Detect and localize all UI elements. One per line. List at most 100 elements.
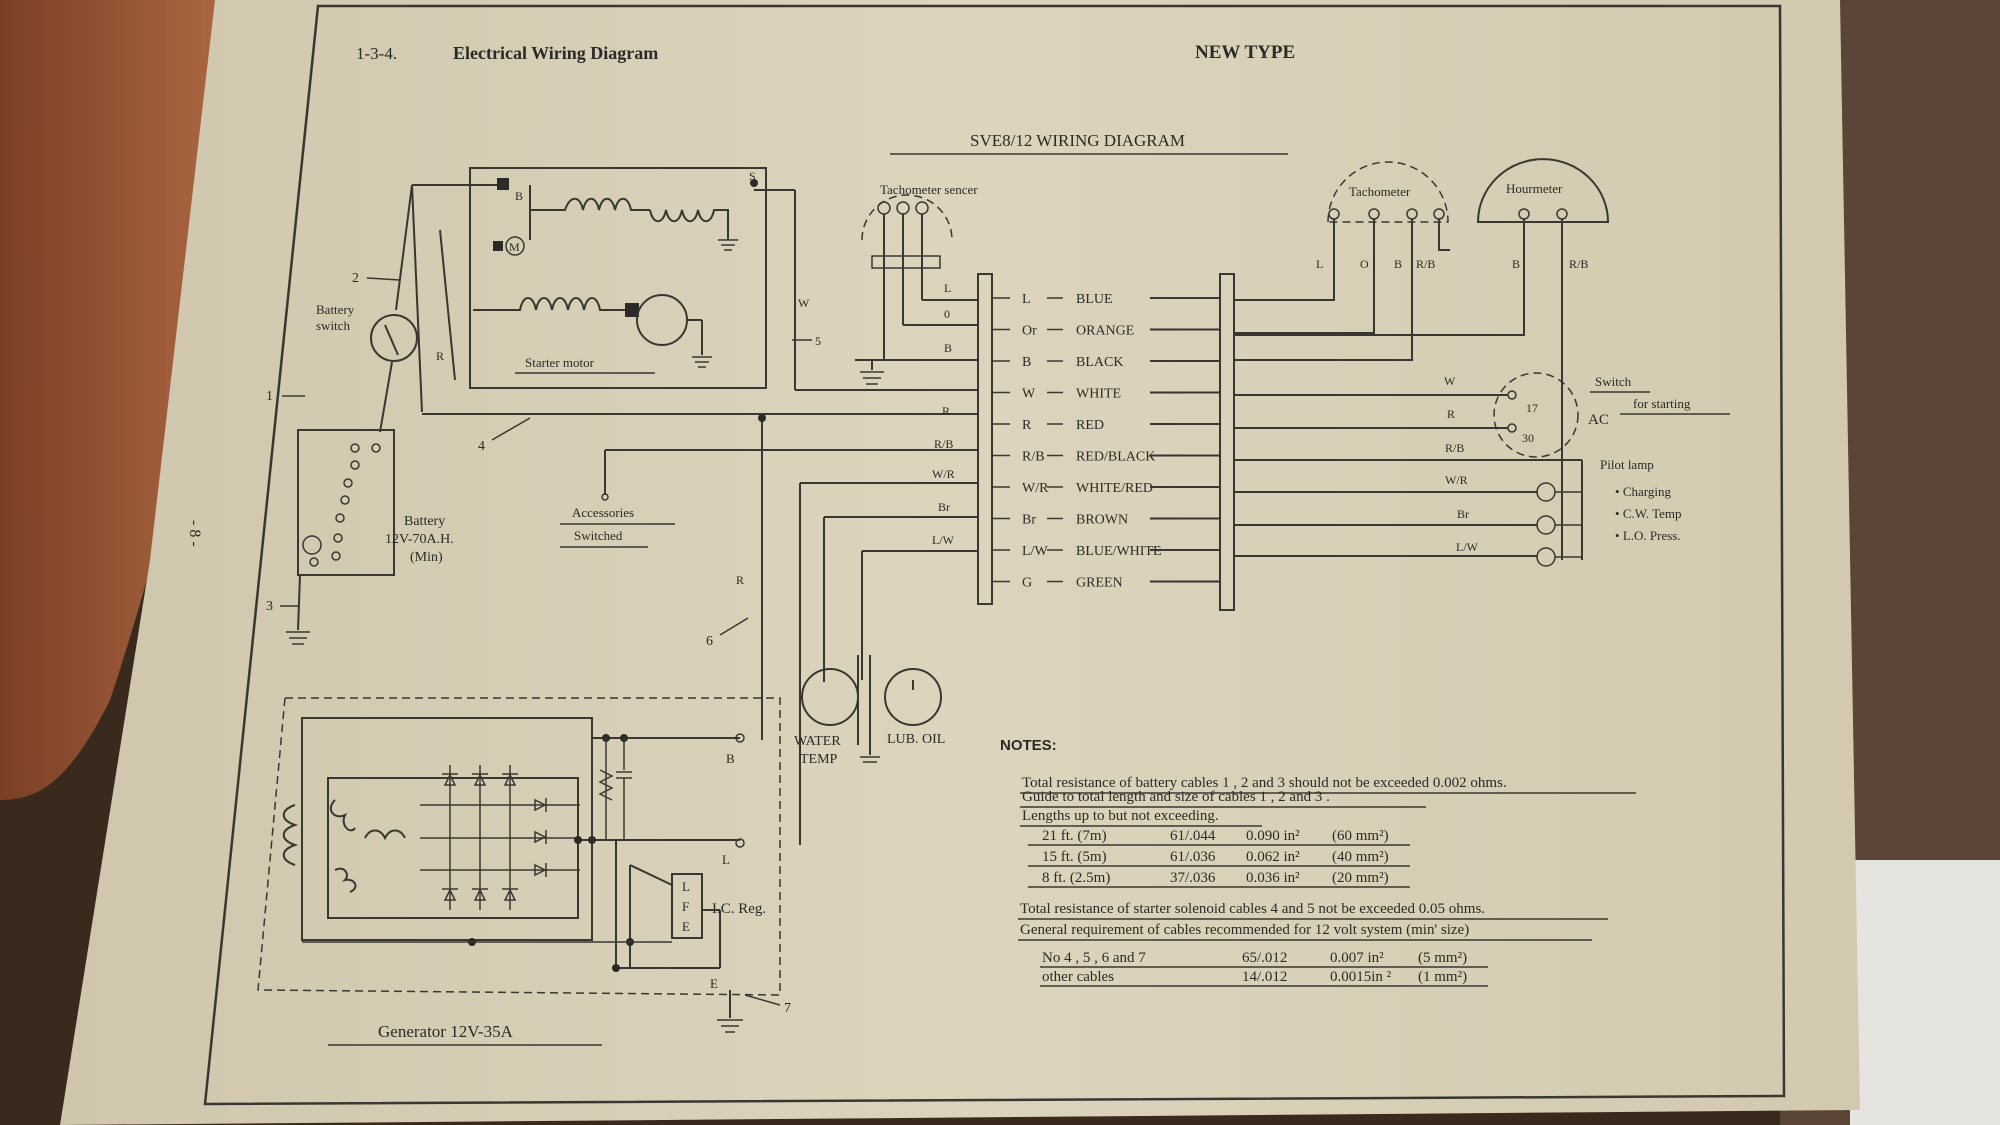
legend-code: B <box>1022 355 1031 370</box>
cable-3 <box>297 574 301 631</box>
starter-motor-label: Starter motor <box>525 355 595 370</box>
legend-code: G <box>1022 576 1032 591</box>
sensor-outline <box>861 194 953 241</box>
strand-cell: 61/.044 <box>1170 828 1216 844</box>
wire-w-label: W <box>798 296 810 310</box>
notes-line-2: Guide to total length and size of cables… <box>1022 789 1330 805</box>
start-switch: 17 30 AC Switch for starting <box>1234 372 1730 458</box>
resistor <box>598 769 614 801</box>
wire-r-left: R <box>436 349 444 363</box>
notes-heading: NOTES: <box>1000 737 1057 754</box>
switch-label-1: Switch <box>1595 374 1632 389</box>
switch-label-2: for starting <box>1633 396 1691 411</box>
metric-cell: (20 mm²) <box>1332 870 1389 886</box>
terminal-b-label: B <box>515 189 523 203</box>
sensors: WATER TEMP LUB. OIL <box>794 655 945 767</box>
cable-1 <box>379 361 393 433</box>
cables-cell: No 4 , 5 , 6 and 7 <box>1042 950 1146 966</box>
terminal-b <box>497 178 509 190</box>
cable-2 <box>395 184 413 311</box>
battery-label-3: (Min) <box>410 550 443 565</box>
cable-number-7: 7 <box>784 1001 791 1016</box>
terminal-s <box>750 179 758 187</box>
lub-oil-label: LUB. OIL <box>887 732 945 747</box>
manual-page <box>60 0 1860 1125</box>
notes-section: NOTES: Total resistance of battery cable… <box>1000 737 1636 987</box>
legend-color: WHITE <box>1076 387 1121 402</box>
cable-number-1: 1 <box>266 389 273 404</box>
motor-symbol <box>505 236 525 256</box>
legend-color: BROWN <box>1076 513 1128 528</box>
tach-pin-b: B <box>1394 257 1402 271</box>
battery-switch-blade <box>384 324 399 356</box>
legend-code: Br <box>1022 513 1036 528</box>
tach-o-wire <box>1234 219 1375 334</box>
sensor-ground-bottom <box>860 756 880 763</box>
battery-label-2: 12V-70A.H. <box>385 532 454 547</box>
pilot-item-lo-press: • L.O. Press. <box>1615 528 1681 543</box>
length-cell: 21 ft. (7m) <box>1042 828 1107 844</box>
metric-cell: (1 mm²) <box>1418 969 1467 985</box>
tachometer-label: Tachometer <box>1349 184 1411 199</box>
notes-line-3: Lengths up to but not exceeding. <box>1022 808 1219 824</box>
wire-br-main: Br <box>938 500 950 514</box>
diode-bridge <box>420 765 580 910</box>
tach-l-wire <box>1234 219 1335 301</box>
switch-ac: AC <box>1588 412 1609 428</box>
pilot-lamps: Pilot lamp • Charging • C.W. Temp • L.O.… <box>1234 457 1682 567</box>
starter-lead <box>439 229 456 381</box>
legend-color: RED <box>1076 418 1104 433</box>
wire-lw-main: L/W <box>932 533 955 547</box>
section-number: 1-3-4. <box>356 44 397 63</box>
tachometer-sensor: Tachometer sencer L 0 B <box>855 182 978 385</box>
accessories-label-1: Accessories <box>572 505 634 520</box>
page-header: 1-3-4. Electrical Wiring Diagram NEW TYP… <box>186 42 1295 547</box>
area-cell: 0.0015in ² <box>1330 969 1392 985</box>
legend-entry: G GREEN <box>992 576 1220 591</box>
generator-block: L F E I.C. Reg. E B L Generator 12V-35A <box>257 697 781 1046</box>
wire-wr-main: W/R <box>932 467 955 481</box>
battery-label-1: Battery <box>404 514 445 529</box>
sensor-ground <box>860 371 884 385</box>
right-wire-lw: L/W <box>1456 540 1479 554</box>
page-number: - 8 - <box>186 520 203 547</box>
generator-outline <box>257 697 781 996</box>
starter-motor-block: B S M Starter motor <box>469 167 767 389</box>
rectifier-frame <box>327 777 579 919</box>
tach-pin-o: O <box>1360 257 1369 271</box>
cable-number-6: 6 <box>706 634 713 649</box>
tach-rb-wire <box>1438 219 1450 251</box>
battery-switch <box>370 314 418 362</box>
hourmeter-label: Hourmeter <box>1506 181 1563 196</box>
type-label: NEW TYPE <box>1195 42 1295 63</box>
tachometer-sensor-label: Tachometer sencer <box>880 182 978 197</box>
battery-group: Battery switch Battery 12V-70A.H. (Min) <box>286 184 497 645</box>
legend-color: RED/BLACK <box>1076 450 1155 465</box>
red-wire-vertical <box>411 184 423 413</box>
page-title: Electrical Wiring Diagram <box>453 43 658 63</box>
generator-label: Generator 12V-35A <box>378 1022 514 1041</box>
water-temp-label-2: TEMP <box>800 752 838 767</box>
legend-code: L/W <box>1022 544 1048 559</box>
strand-cell: 61/.036 <box>1170 849 1216 865</box>
lub-oil-sensor <box>884 668 942 726</box>
hour-b-wire <box>1234 219 1525 336</box>
ic-reg-label: I.C. Reg. <box>712 901 766 917</box>
page-border <box>203 4 1786 1106</box>
legend-color: GREEN <box>1076 576 1123 591</box>
length-cell: 8 ft. (2.5m) <box>1042 870 1110 886</box>
tachometer-gauge <box>1327 161 1449 223</box>
reg-pin-f: F <box>682 899 689 914</box>
diagram-title: SVE8/12 WIRING DIAGRAM <box>970 131 1185 150</box>
area-cell: 0.036 in² <box>1246 870 1300 886</box>
